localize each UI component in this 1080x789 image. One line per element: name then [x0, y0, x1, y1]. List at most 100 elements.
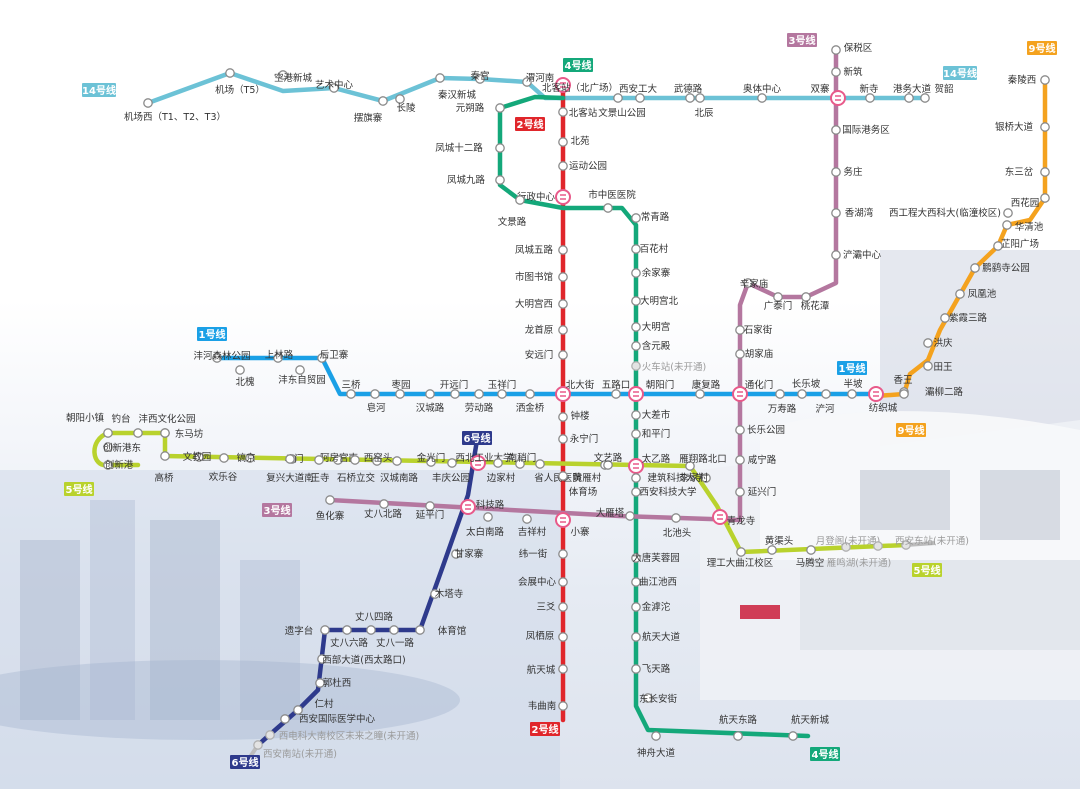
station-label[interactable]: 马腾空 [796, 557, 825, 569]
station-dot[interactable] [768, 546, 776, 554]
station-dot[interactable] [347, 390, 355, 398]
station-dot[interactable] [286, 455, 294, 463]
station-dot[interactable] [802, 293, 810, 301]
station-label[interactable]: 石家街 [744, 324, 773, 336]
station-label[interactable]: 运动公园 [569, 161, 607, 172]
station-label[interactable]: 长乐公园 [747, 424, 785, 436]
station-label[interactable]: 纬一街 [519, 548, 548, 560]
station-dot[interactable] [144, 99, 152, 107]
station-label[interactable]: 西工程大西科大(临潼校区) [889, 207, 1001, 219]
station-dot[interactable] [632, 297, 640, 305]
station-dot[interactable] [736, 488, 744, 496]
station-dot[interactable] [380, 500, 388, 508]
station-dot[interactable] [436, 74, 444, 82]
station-dot[interactable] [900, 390, 908, 398]
station-label[interactable]: 朝阳门 [646, 379, 675, 391]
station-label[interactable]: 创新港 [105, 459, 134, 471]
station-dot[interactable] [789, 732, 797, 740]
station-label[interactable]: 大明宫北 [640, 295, 679, 307]
station-dot[interactable] [672, 514, 680, 522]
station-label[interactable]: 奥体中心 [743, 83, 782, 95]
station-dot[interactable] [559, 351, 567, 359]
station-label[interactable]: 皂河 [366, 402, 386, 414]
station-dot[interactable] [559, 300, 567, 308]
station-label[interactable]: 西部大道(西太路口) [322, 654, 405, 666]
station-dot[interactable] [848, 390, 856, 398]
station-label[interactable]: 百花村 [640, 243, 669, 255]
line-tag-l1-right[interactable]: 1号线 [837, 361, 867, 375]
station-label[interactable]: 雁鸣湖(未开通) [827, 557, 891, 569]
station-label[interactable]: 雁翔路北口 [679, 453, 727, 465]
line-tag-l9-right[interactable]: 9号线 [896, 423, 926, 437]
transfer-station-icon[interactable] [629, 387, 643, 401]
station-label[interactable]: 丈八四路 [355, 611, 394, 623]
station-dot[interactable] [343, 626, 351, 634]
station-dot[interactable] [379, 97, 387, 105]
station-label[interactable]: 创新港东 [103, 442, 141, 454]
station-dot[interactable] [632, 430, 640, 438]
station-label[interactable]: 石桥立交 [337, 472, 376, 484]
station-label[interactable]: 遗字台 [285, 625, 314, 637]
station-label[interactable]: 市图书馆 [515, 271, 553, 283]
station-dot[interactable] [696, 94, 704, 102]
station-dot[interactable] [905, 94, 913, 102]
station-label[interactable]: 郭杜西 [323, 677, 352, 689]
station-label[interactable]: 市中医医院 [588, 189, 636, 201]
station-label[interactable]: 秦陵西 [1008, 74, 1037, 86]
station-dot[interactable] [281, 715, 289, 723]
station-dot[interactable] [924, 362, 932, 370]
line-tag-l14-b[interactable]: 14号线 [943, 66, 977, 80]
station-dot[interactable] [496, 176, 504, 184]
station-label[interactable]: 劳动路 [465, 402, 494, 414]
line-tag-l6-top[interactable]: 6号线 [462, 431, 492, 445]
station-label[interactable]: 辛家庙 [740, 278, 769, 290]
station-label[interactable]: 文艺路 [594, 452, 623, 464]
station-label[interactable]: 秦宫 [470, 70, 489, 82]
station-label[interactable]: 汉城南路 [380, 472, 419, 484]
station-label[interactable]: 西北工业大学 [455, 452, 512, 464]
station-label[interactable]: 韦曲南 [528, 700, 557, 712]
station-label[interactable]: 务庄 [843, 166, 863, 178]
station-label[interactable]: 大明宫 [642, 321, 671, 333]
station-label[interactable]: 会展中心 [518, 576, 557, 588]
station-label[interactable]: 浐灞中心 [843, 249, 882, 261]
station-dot[interactable] [475, 390, 483, 398]
station-label[interactable]: 田王 [933, 362, 953, 373]
station-dot[interactable] [396, 390, 404, 398]
station-label[interactable]: 东马坊 [175, 428, 204, 440]
station-label[interactable]: 国际港务区 [842, 124, 890, 136]
station-dot[interactable] [161, 429, 169, 437]
station-dot[interactable] [321, 626, 329, 634]
station-label[interactable]: 欢乐谷 [209, 471, 238, 483]
station-label[interactable]: 火车站(未开通) [642, 361, 706, 373]
station-label[interactable]: 紫霞三路 [949, 312, 988, 324]
station-label[interactable]: 神舟大道 [637, 747, 676, 759]
station-label[interactable]: 西安东站(未开通) [895, 535, 969, 547]
station-label[interactable]: 沣河森林公园 [193, 350, 250, 362]
station-label[interactable]: 大唐芙蓉园 [632, 552, 680, 564]
station-label[interactable]: 贺韶 [934, 83, 953, 95]
station-label[interactable]: 丈八六路 [330, 637, 369, 649]
station-label[interactable]: 桃花潭 [801, 300, 830, 312]
station-dot[interactable] [367, 626, 375, 634]
station-dot[interactable] [559, 550, 567, 558]
station-label[interactable]: 北苑 [570, 135, 590, 147]
station-label[interactable]: 北客站 [569, 107, 598, 119]
station-label[interactable]: 通化门 [745, 379, 774, 391]
station-label[interactable]: 香王 [893, 375, 913, 386]
station-label[interactable]: 丈八一路 [376, 637, 415, 649]
station-dot[interactable] [393, 457, 401, 465]
station-dot[interactable] [559, 435, 567, 443]
station-label[interactable]: 凤栖原 [526, 630, 555, 642]
station-label[interactable]: 北大街 [566, 379, 595, 391]
station-dot[interactable] [134, 429, 142, 437]
station-dot[interactable] [559, 702, 567, 710]
station-dot[interactable] [496, 104, 504, 112]
station-label[interactable]: 胡家庙 [745, 348, 774, 360]
station-dot[interactable] [632, 362, 640, 370]
station-dot[interactable] [416, 626, 424, 634]
station-label[interactable]: 新筑 [843, 66, 863, 78]
station-dot[interactable] [523, 515, 531, 523]
station-label[interactable]: 曲江池西 [639, 576, 677, 588]
station-label[interactable]: 广泰门 [764, 300, 793, 312]
